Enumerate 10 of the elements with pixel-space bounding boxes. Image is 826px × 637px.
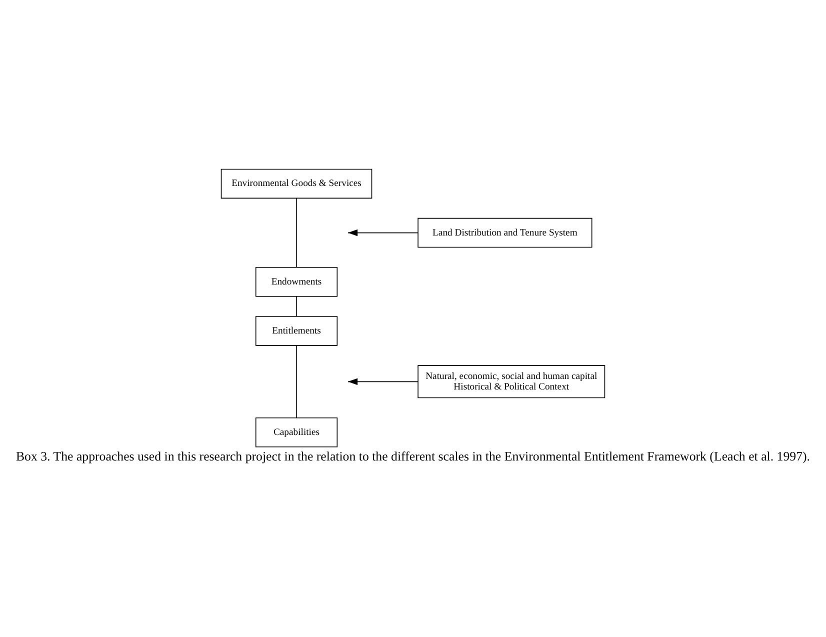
connector xyxy=(296,198,297,268)
node-box: Capabilities xyxy=(255,417,338,448)
connector xyxy=(296,345,297,418)
node-box: Entitlements xyxy=(255,316,338,346)
node-box: Endowments xyxy=(255,267,338,297)
node-box: Environmental Goods & Services xyxy=(220,168,372,199)
node-box: Natural, economic, social and human capital Historical & Political Context xyxy=(418,365,606,398)
caption: Box 3. The approaches used in this research project in the relation to the different scales in the Environmental Entitlement Framework (Leach et al. 1997). xyxy=(16,449,810,464)
connector xyxy=(296,296,297,317)
node-box: Land Distribution and Tenure System xyxy=(418,218,592,248)
